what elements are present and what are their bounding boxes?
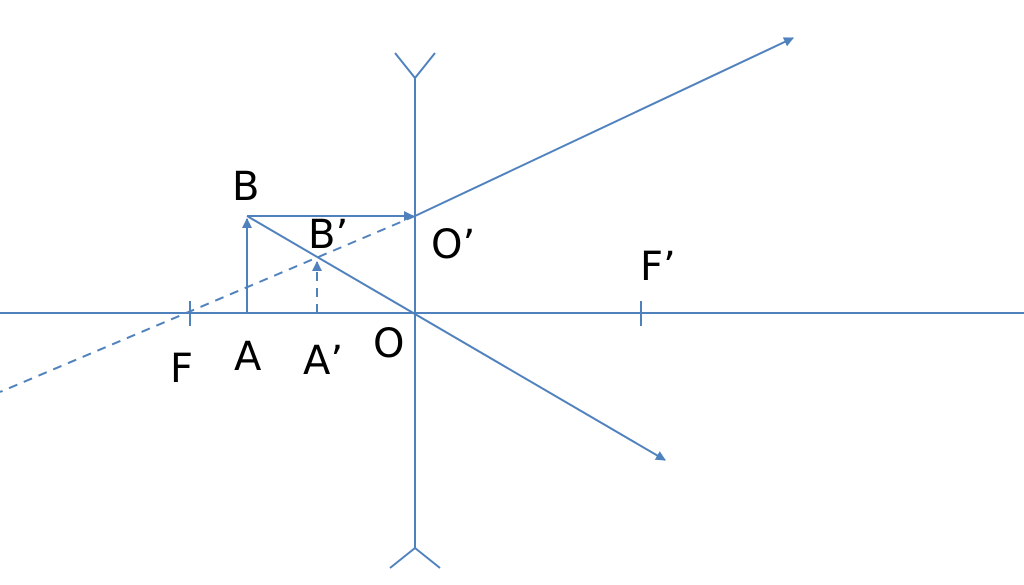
lens-bottom-left-tip	[389, 547, 416, 569]
label-F: F	[170, 346, 193, 392]
lens-top-left-tip	[394, 52, 416, 79]
label-B: B	[232, 164, 259, 210]
label-O-prime: O’	[431, 222, 475, 268]
label-F-prime: F’	[640, 244, 676, 290]
lens-top-right-tip	[414, 52, 436, 79]
virtual-ray-extension	[0, 215, 416, 393]
ray-refracted-diverging	[414, 37, 794, 217]
label-A: A	[234, 334, 262, 380]
lens-bottom-right-tip	[414, 547, 441, 569]
ray-through-optical-centre	[246, 215, 666, 461]
label-O: O	[373, 321, 404, 367]
label-B-prime: B’	[308, 212, 348, 258]
label-A-prime: A’	[303, 338, 343, 384]
